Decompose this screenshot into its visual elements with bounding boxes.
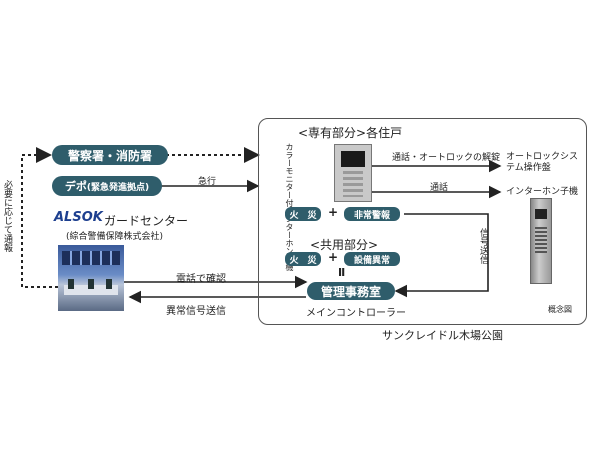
plus-common: + bbox=[328, 250, 339, 264]
equals-sign: Ⅱ bbox=[338, 266, 346, 279]
signal-send-label: 信号送信 bbox=[478, 228, 488, 264]
fire-tag-common: 火 災 bbox=[285, 252, 321, 266]
property-frame bbox=[258, 118, 587, 325]
guard-center-photo bbox=[58, 245, 124, 311]
intercom-master-unit bbox=[334, 144, 372, 202]
fire-tag-private: 火 災 bbox=[285, 207, 321, 221]
management-office-label: 管理事務室 bbox=[320, 284, 381, 299]
common-area-title: <共用部分> bbox=[310, 238, 379, 252]
police-fire-label: 警察署・消防署 bbox=[67, 148, 152, 163]
alsok-logo: ALSOK bbox=[54, 210, 103, 225]
emergency-alarm-tag: 非常警報 bbox=[344, 207, 400, 221]
police-fire-station-box: 警察署・消防署 bbox=[52, 145, 168, 165]
property-name: サンクレイドル木場公園 bbox=[382, 329, 503, 342]
concept-diagram-label: 概念図 bbox=[548, 305, 572, 314]
guard-center-label: ガードセンター bbox=[104, 214, 189, 228]
dispatch-label: 急行 bbox=[198, 177, 217, 187]
depot-box: デポ(緊急発進拠点) bbox=[52, 176, 162, 196]
call-unlock-label: 通話・オートロックの解錠 bbox=[392, 153, 501, 163]
emergency-alarm-label: 非常警報 bbox=[353, 210, 390, 221]
equipment-fault-tag: 設備異常 bbox=[344, 252, 400, 266]
management-office-box: 管理事務室 bbox=[307, 282, 395, 300]
company-label: (綜合警備保障株式会社) bbox=[66, 232, 164, 242]
depot-label: デポ bbox=[64, 180, 87, 193]
notify-if-needed-label: 必要に応じて通報 bbox=[2, 180, 12, 252]
abnormal-signal-label: 異常信号送信 bbox=[166, 306, 226, 317]
plus-private: + bbox=[328, 205, 339, 219]
autolock-panel-label: オートロックシステム操作盤 bbox=[506, 152, 579, 173]
intercom-child-label: インターホン子機 bbox=[506, 187, 579, 197]
private-area-title: <専有部分>各住戸 bbox=[298, 126, 403, 140]
monitor-label: カラーモニター付インターホン親機 bbox=[284, 143, 294, 271]
phone-confirm-label: 電話で確認 bbox=[176, 274, 226, 285]
fire-label-private: 火 災 bbox=[289, 210, 317, 221]
depot-sub-label: (緊急発進拠点) bbox=[86, 182, 150, 193]
call-label: 通話 bbox=[430, 183, 449, 193]
main-controller-label: メインコントローラー bbox=[306, 308, 406, 319]
equipment-fault-label: 設備異常 bbox=[353, 255, 390, 266]
intercom-child-unit bbox=[530, 198, 552, 284]
fire-label-common: 火 災 bbox=[289, 255, 317, 266]
